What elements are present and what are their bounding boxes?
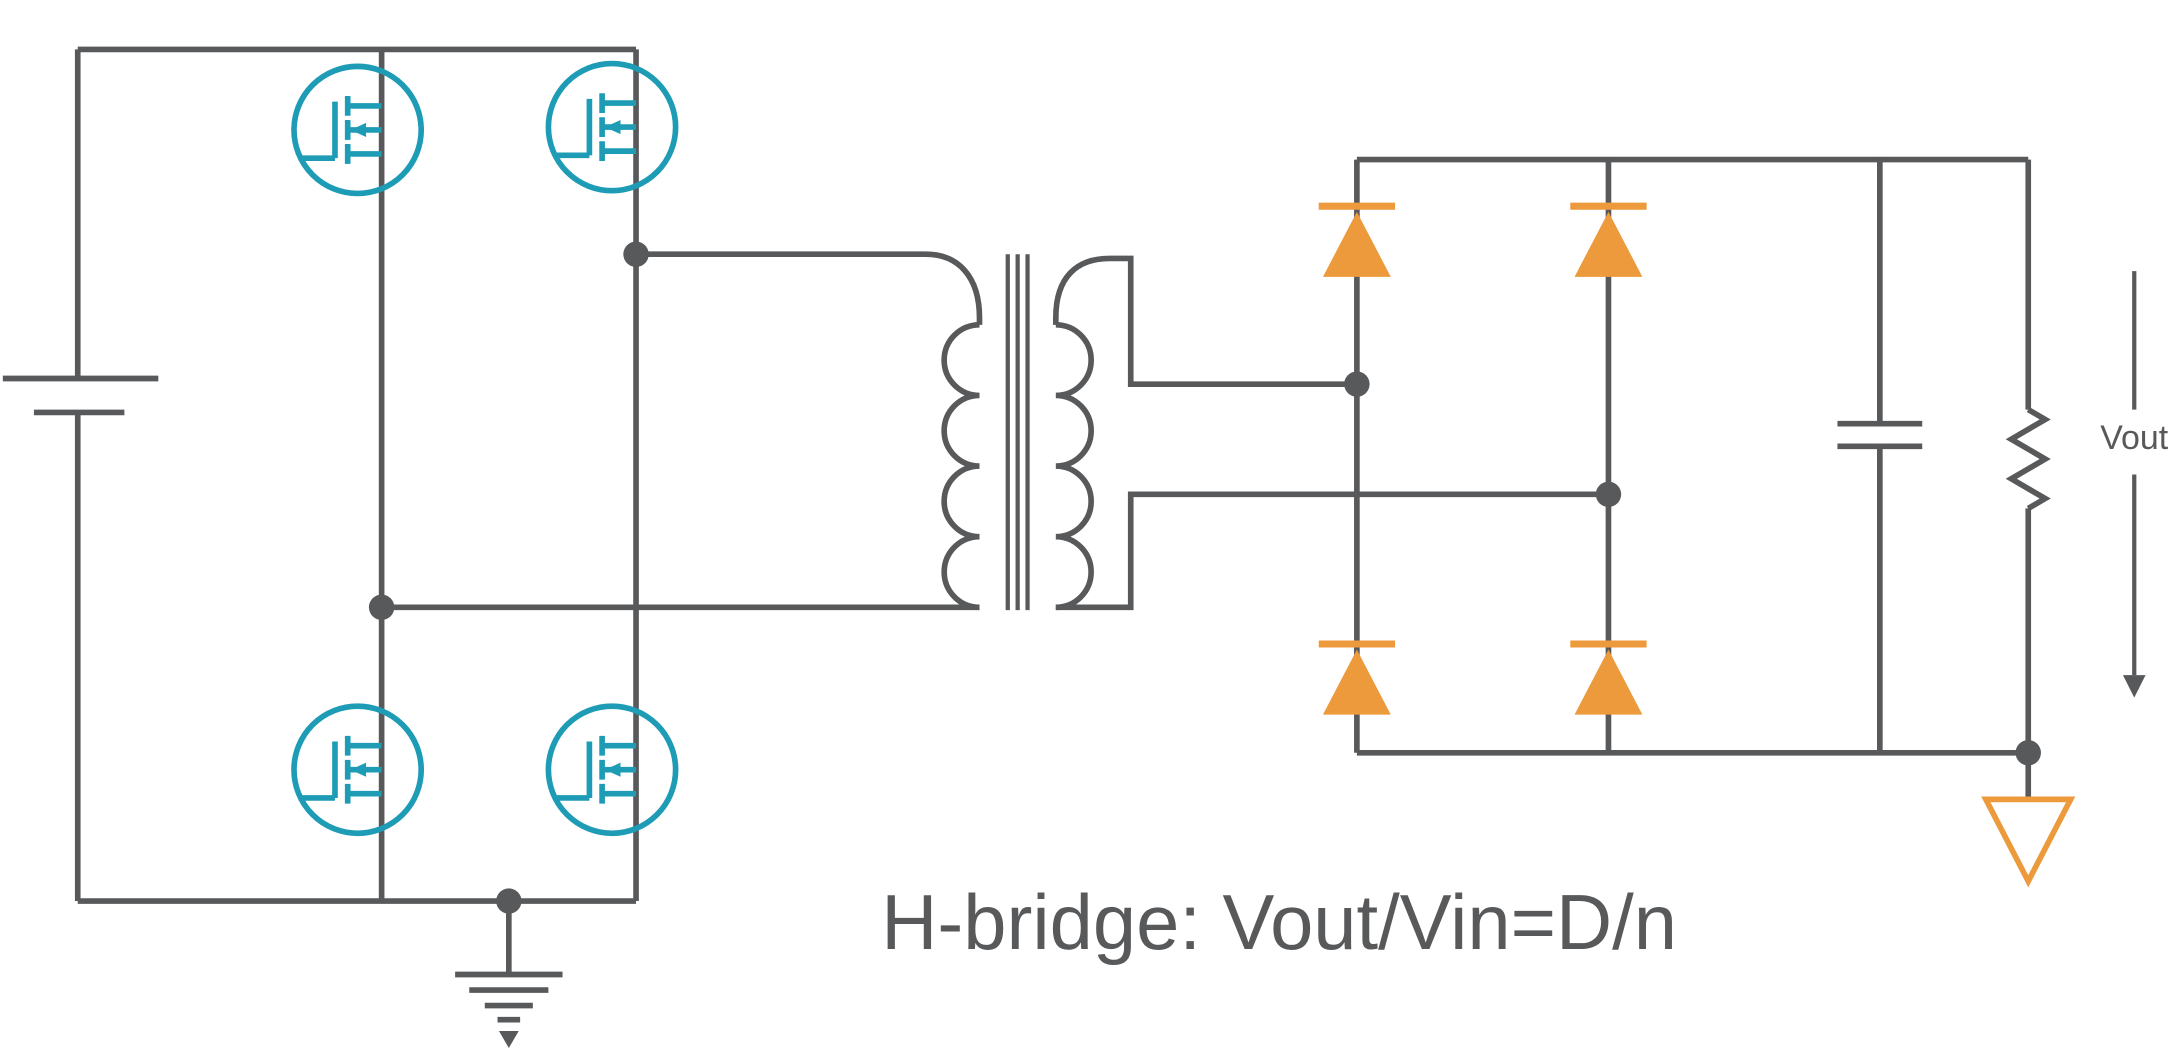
junction-dot <box>1595 481 1622 508</box>
secondary-chassis-ground <box>1981 752 2076 888</box>
junction-dot <box>2015 740 2041 766</box>
rectifier-wires <box>1354 156 2029 756</box>
diode-bottom-right <box>1570 644 1646 715</box>
secondary-bottom-lead <box>1055 491 1609 611</box>
h-bridge-wires <box>77 46 639 904</box>
secondary-top-lead <box>1052 255 1357 387</box>
diode-bottom-left <box>1319 644 1395 715</box>
secondary-winding <box>1055 322 1094 611</box>
output-capacitor <box>1837 159 1923 753</box>
primary-top-lead <box>636 251 983 325</box>
vout-arrowhead <box>2122 675 2146 698</box>
primary-winding <box>941 322 980 611</box>
mosfet-q2-top-right <box>548 64 675 191</box>
mosfet-q1-top-left <box>294 66 421 193</box>
mosfet-q4-bottom-right <box>548 706 675 833</box>
diode-top-left <box>1319 206 1395 277</box>
mosfet-q3-bottom-left <box>294 706 421 833</box>
vout-annotation: Vout <box>2100 271 2169 698</box>
junction-dot <box>1344 371 1370 397</box>
load-resistor <box>2005 159 2051 753</box>
diode-top-right <box>1570 206 1646 277</box>
junction-dot <box>368 594 395 621</box>
junction-dot <box>496 888 522 914</box>
isolation-transformer <box>381 251 1609 611</box>
junction-dots <box>368 241 2041 914</box>
diagram-title: H-bridge: Vout/Vin=D/n <box>881 880 1677 966</box>
dc-battery <box>2 49 159 902</box>
vout-label: Vout <box>2100 419 2168 457</box>
resistor-zigzag <box>2005 407 2051 511</box>
junction-dot <box>623 241 649 267</box>
ground-triangle <box>1981 796 2076 888</box>
transformer-core <box>1005 254 1030 611</box>
primary-earth-ground <box>455 901 563 1048</box>
